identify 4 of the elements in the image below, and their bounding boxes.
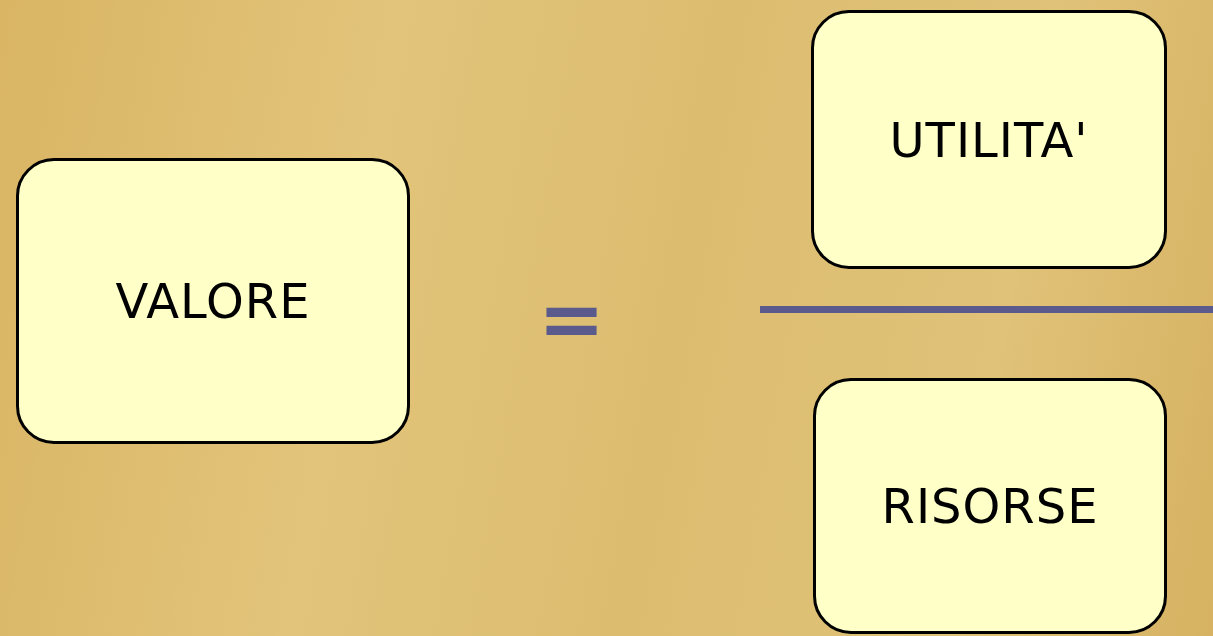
equals-sign: =: [538, 280, 606, 360]
term-box: UTILITA': [811, 10, 1167, 269]
term-box: VALORE: [16, 158, 410, 444]
term-box: RISORSE: [813, 378, 1167, 634]
